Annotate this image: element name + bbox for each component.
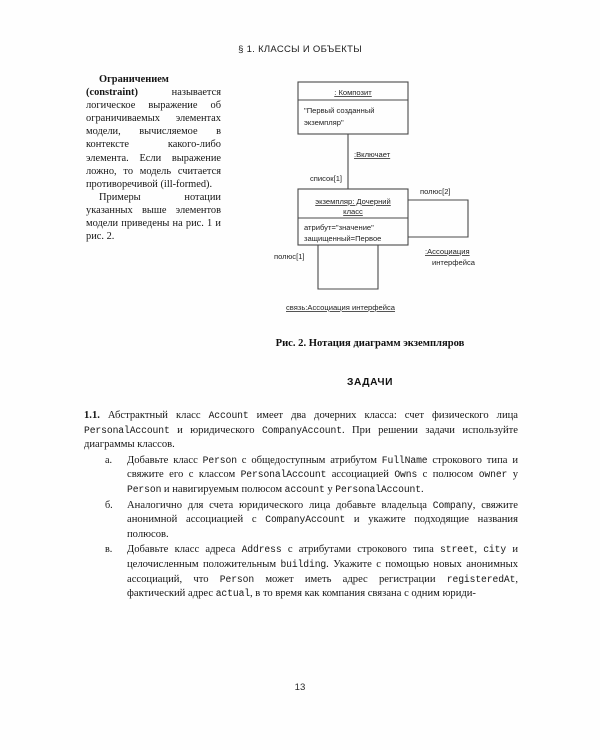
a-seg9: . <box>420 483 424 495</box>
composite-box <box>297 81 409 135</box>
v-seg2: с атрибутами строкового типа <box>281 544 441 556</box>
a-seg1: Добавьте класс <box>127 454 203 466</box>
code-personalaccount-3: PersonalAccount <box>335 483 421 495</box>
code-personalaccount-2: PersonalAccount <box>240 469 327 481</box>
page-number: 13 <box>294 682 306 693</box>
task-1-1-intro: 1.1. Абстрактный класс Account имеет два… <box>84 409 518 453</box>
task-subitem-v: в. Добавьте класс адреса Address с атрибу… <box>84 543 518 601</box>
body-text-column: Ограничением (constraint) называется лог… <box>86 73 221 243</box>
a-seg4: ассоциацией <box>326 469 395 481</box>
b-seg3: и укажите подходящие названия полюсов. <box>127 514 518 540</box>
subitem-marker-b: б. <box>105 499 113 511</box>
composite-body-line1: "Первый созданный <box>304 106 375 115</box>
code-account: Account <box>208 410 249 421</box>
v-seg5: . Укажите с помощью новых анонимных ассо… <box>127 558 518 585</box>
code-companyaccount: CompanyAccount <box>261 424 342 436</box>
v-seg6: может иметь адрес регистрации <box>254 573 447 585</box>
v-seg1: Добавьте класс адреса <box>127 544 242 556</box>
b-seg2: , свяжите анонимной ассоциацией с <box>127 499 518 526</box>
child-attribute-line2: защищенный=Первое <box>304 234 381 243</box>
task-intro-seg2: имеет два дочерних класса: счет физическ… <box>248 410 519 421</box>
a-seg8: у <box>324 483 336 495</box>
tasks-section: 1.1. Абстрактный класс Account имеет два… <box>84 409 518 602</box>
v-seg3: , <box>474 544 484 556</box>
task-intro-seg4: . При решении задачи используйте диаграм… <box>84 424 518 451</box>
code-address: Address <box>241 544 282 556</box>
a-seg6: у <box>507 469 518 481</box>
subitem-marker-a: а. <box>105 454 113 466</box>
code-registeredat: registeredAt <box>446 573 516 585</box>
chapter-title: § 1. КЛАССЫ И ОБЪЕКТЫ <box>238 44 362 55</box>
link-association-shape <box>317 245 379 290</box>
paragraph-examples: Примеры нотации указанных выше элементов… <box>86 191 221 243</box>
a-seg7: и навигируемым полюсом <box>161 483 285 495</box>
code-account-role: account <box>284 483 325 495</box>
code-street: street <box>440 544 475 556</box>
task-number: 1.1. <box>84 410 100 421</box>
code-company: Company <box>432 499 473 511</box>
interface-association-label-line2: интерфейса <box>432 258 476 267</box>
b-seg1: Аналогично для счета юридического лица д… <box>127 499 433 511</box>
task-subitem-b: б. Аналогично для счета юридического лица… <box>84 499 518 543</box>
include-link-label: :Включает <box>354 150 391 159</box>
child-instance-name-line2: класс <box>343 207 363 216</box>
role-spisok-label: список[1] <box>310 174 342 183</box>
composite-instance-name: : Композит <box>334 88 372 97</box>
code-owns: Owns <box>394 469 418 481</box>
child-box <box>297 188 409 246</box>
figure-caption: Рис. 2. Нотация диаграмм экземпляров <box>275 338 465 349</box>
composite-body-line2: экземпляр" <box>304 118 344 127</box>
code-owner: owner <box>478 469 508 481</box>
interface-association-shape <box>408 199 469 238</box>
code-personalaccount: PersonalAccount <box>84 424 170 436</box>
a-seg3: строкового типа и свяжите его с классом <box>127 454 518 481</box>
subitem-marker-v: в. <box>105 544 113 556</box>
term-constraint-bold: Ограничением (constraint) <box>86 74 169 99</box>
paragraph-constraint-rest: называется логическое выражение об огран… <box>86 87 221 190</box>
code-person-3: Person <box>219 573 255 585</box>
code-city: city <box>483 544 507 556</box>
task-subitem-a: а. Добавьте класс Person с общедоступным … <box>84 454 518 498</box>
v-seg4: и целочисленным положительным <box>127 544 518 570</box>
code-person: Person <box>202 454 237 466</box>
a-seg5: с полюсом <box>417 469 479 481</box>
link-association-bottom-label: связь:Ассоциация интерфейса <box>286 303 396 312</box>
paragraph-constraint: Ограничением (constraint) называется лог… <box>86 73 221 191</box>
interface-association-label-line1: :Ассоциация <box>425 247 470 256</box>
task-intro-seg1: Абстрактный класс <box>99 410 209 421</box>
task-subitems-list: а. Добавьте класс Person с общедоступным … <box>84 454 518 602</box>
code-building: building <box>280 558 327 570</box>
role-polus2-label: полюс[2] <box>420 187 451 196</box>
v-seg7: , фактический адрес <box>127 573 518 600</box>
code-companyaccount-2: CompanyAccount <box>265 514 346 526</box>
code-person-2: Person <box>127 483 162 495</box>
uml-instance-diagram: : Композит "Первый созданный экземпляр" … <box>270 74 530 324</box>
a-seg2: с общедоступным атрибутом <box>236 454 382 466</box>
code-fullname: FullName <box>381 454 428 466</box>
child-instance-name-line1: экземпляр: Дочерний <box>315 197 391 206</box>
role-polus1-label: полюс[1] <box>274 252 305 261</box>
section-heading-tasks: ЗАДАЧИ <box>346 377 394 388</box>
child-attribute-line1: атрибут="значение" <box>304 223 374 232</box>
code-actual: actual <box>215 588 250 600</box>
task-intro-seg3: и юридического <box>169 424 262 436</box>
v-seg8: , в то время как компания связана с одни… <box>250 588 476 600</box>
